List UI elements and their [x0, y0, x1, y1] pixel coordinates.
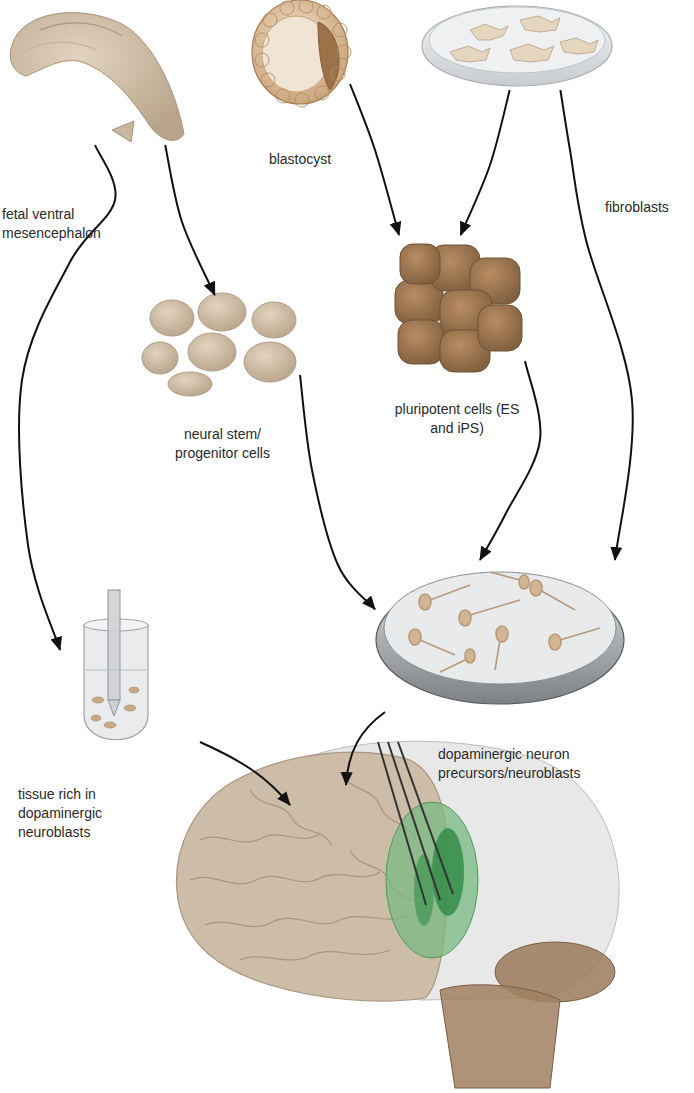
flow-arrow [461, 90, 510, 235]
blastocyst-drawing [252, 0, 351, 107]
brain [177, 741, 620, 1088]
flow-arrow [350, 84, 399, 235]
illustration-node: tissue rich in dopaminergic neuroblasts [60, 590, 155, 750]
illustration-node: dopaminergic neuron precursors/neuroblas… [375, 560, 625, 705]
fibroblast-dish [422, 6, 612, 86]
illustration-node: fetal ventral mesencephalon [5, 0, 185, 145]
implant-arrow [346, 712, 385, 785]
illustration-node: blastocyst [250, 0, 350, 105]
flow-arrow [165, 145, 215, 295]
node-label: tissue rich in dopaminergic neuroblasts [18, 785, 126, 842]
illustration-node: neural stem/ progenitor cells [145, 295, 300, 395]
node-label: blastocyst [250, 150, 350, 169]
illustration-node: fibroblasts [420, 0, 615, 90]
pluripotent-cells [395, 244, 522, 372]
tissue-tube [84, 590, 148, 740]
node-label: neural stem/ progenitor cells [160, 425, 285, 463]
node-label: fibroblasts [605, 198, 687, 217]
node-label: dopaminergic neuron precursors/neuroblas… [438, 745, 618, 783]
illustration-node: pluripotent cells (ES and iPS) [385, 235, 525, 375]
node-label: fetal ventral mesencephalon [2, 205, 114, 243]
node-label: pluripotent cells (ES and iPS) [393, 400, 521, 438]
flow-arrow [560, 90, 632, 560]
implant-arrow [200, 742, 290, 805]
neural-stem-cells [142, 293, 296, 396]
flow-arrow [480, 361, 540, 560]
fetal-tissue [10, 13, 184, 142]
flow-arrow [300, 375, 375, 609]
neuron-dish [376, 572, 624, 704]
